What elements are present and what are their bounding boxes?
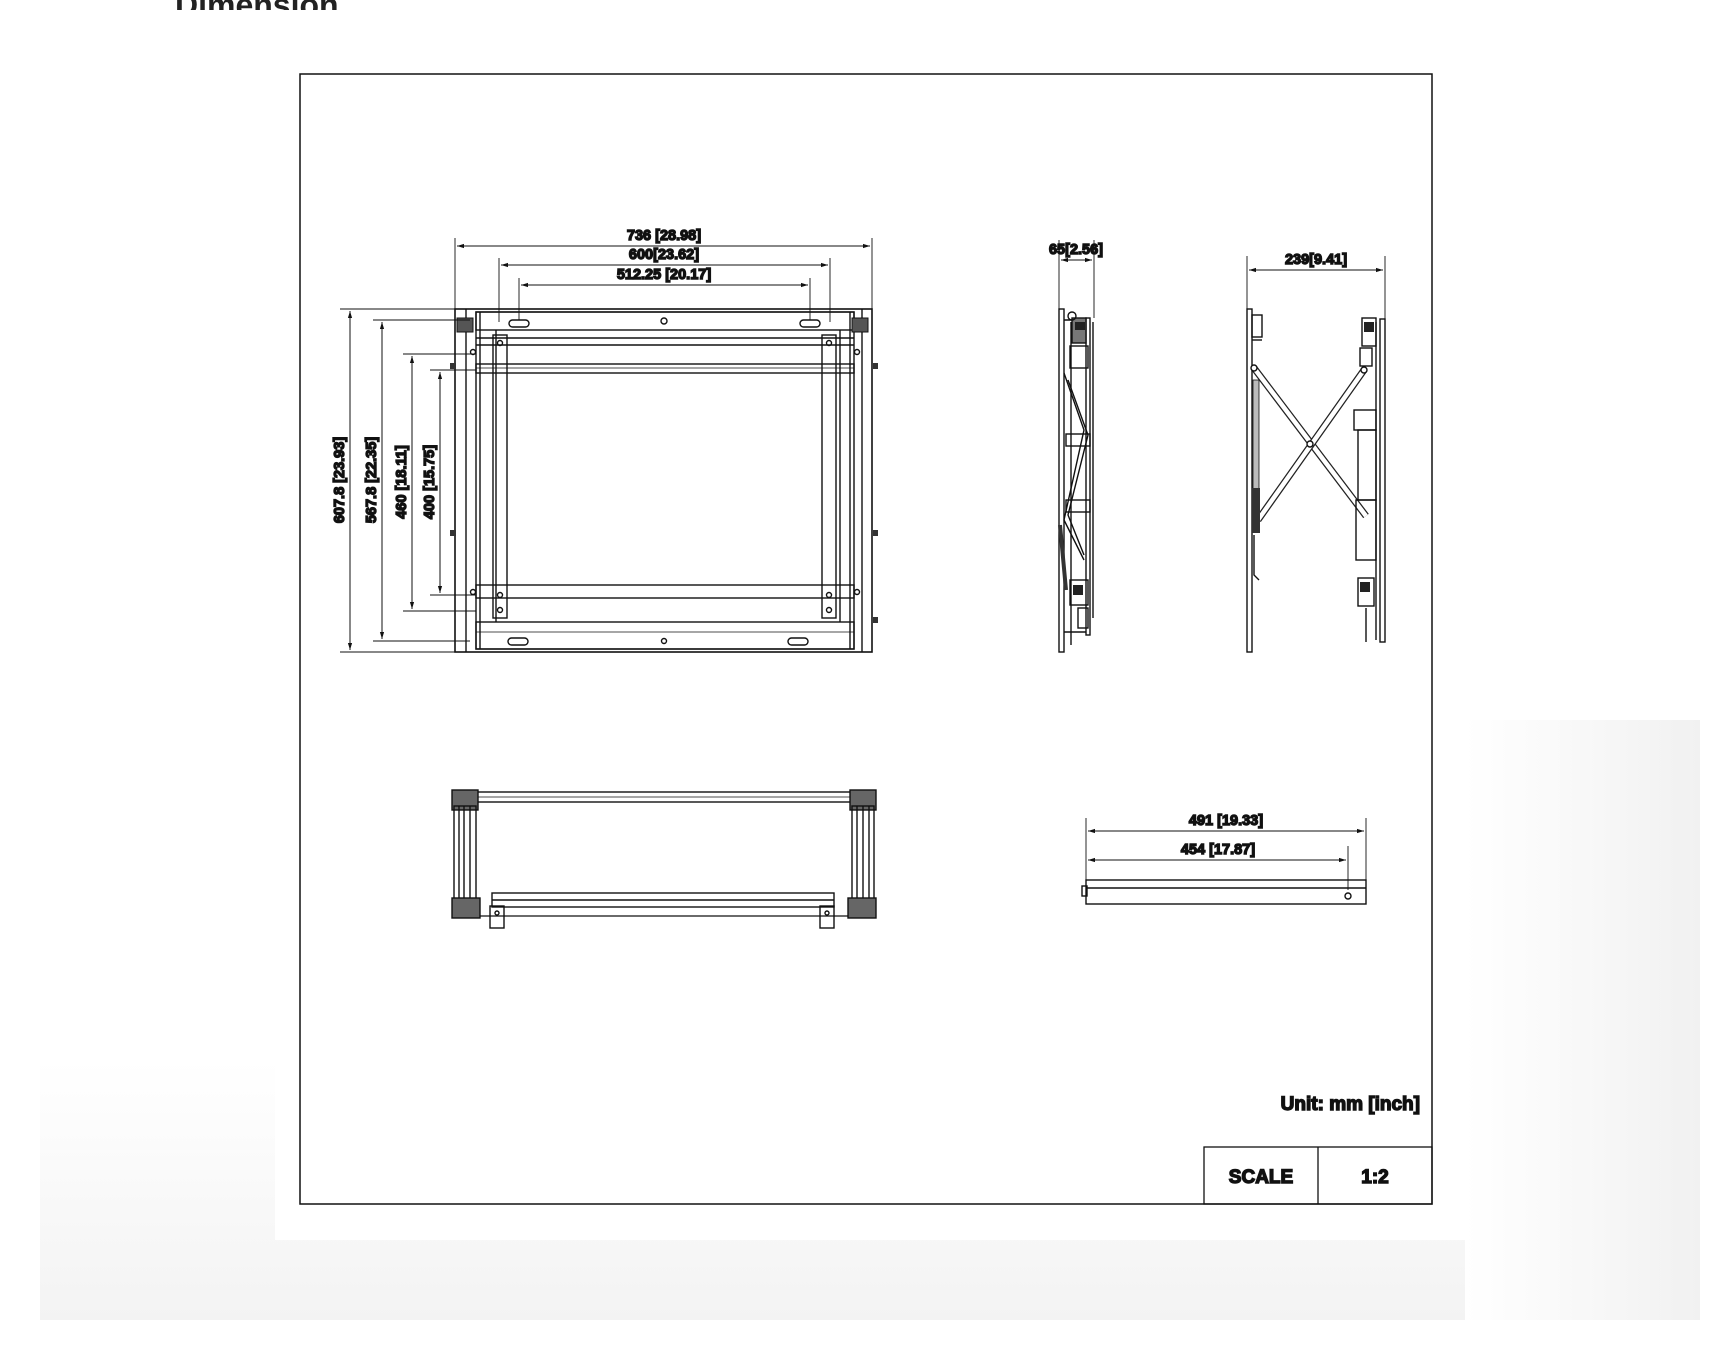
dim-open-depth: 239[9.41] <box>1285 252 1347 268</box>
dim-height-460: 460 [18.11] <box>394 445 410 519</box>
dim-width-512: 512.25 [20.17] <box>617 267 711 283</box>
bottom-detail-view: 491 [19.33] 454 [17.87] <box>1081 812 1367 905</box>
dim-height-567: 567.8 [22.35] <box>364 437 380 523</box>
bottom-left-slot <box>507 637 529 646</box>
top-left-slot <box>508 319 530 328</box>
dim-height-607: 607.8 [23.93] <box>332 437 348 523</box>
front-lower-crossbar <box>475 584 855 599</box>
drawing-sheet-background <box>275 20 1465 1240</box>
front-top-rail <box>475 311 855 331</box>
top-view <box>451 789 877 929</box>
page-title: Dimension <box>175 0 775 10</box>
title-block: Unit: mm [inch] SCALE 1:2 <box>1203 1093 1433 1205</box>
scale-label: SCALE <box>1229 1167 1293 1188</box>
dim-closed-depth: 65[2.56] <box>1049 242 1103 258</box>
drawing-border <box>299 73 1433 1205</box>
dim-width-600: 600[23.62] <box>629 247 699 263</box>
right-hanging-bracket <box>821 334 837 619</box>
dim-total-width: 736 [28.98] <box>627 228 701 244</box>
left-hanging-bracket <box>492 334 508 619</box>
dim-454: 454 [17.87] <box>1181 842 1255 858</box>
side-view-open: 239[9.41] <box>1246 251 1386 653</box>
dim-491: 491 [19.33] <box>1189 813 1263 829</box>
background-shade-right <box>1465 720 1700 1320</box>
front-view: 736 [28.98] 600[23.62] 512.25 [20.17] 60… <box>331 227 878 653</box>
top-right-slot <box>799 319 821 328</box>
side-view-closed: 65[2.56] <box>1048 240 1104 653</box>
bottom-right-slot <box>787 637 809 646</box>
unit-note: Unit: mm [inch] <box>1281 1094 1420 1115</box>
front-outer-frame <box>454 308 873 653</box>
dim-height-400: 400 [15.75] <box>422 445 438 519</box>
front-bottom-rail <box>475 621 855 650</box>
bottom-detail-plate <box>1085 879 1367 905</box>
scale-value: 1:2 <box>1361 1167 1388 1188</box>
front-upper-crossbar <box>475 363 855 374</box>
